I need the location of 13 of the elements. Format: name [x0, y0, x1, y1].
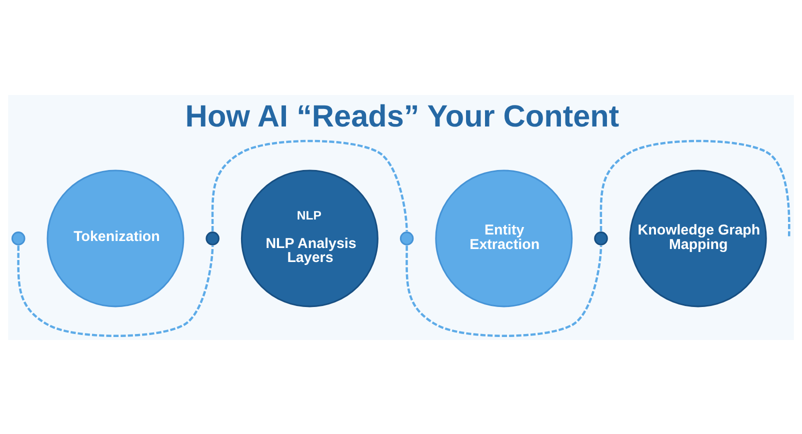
- node-circle: [206, 231, 220, 245]
- node-circle: Knowledge Graph Mapping: [629, 169, 767, 307]
- connector: [211, 139, 408, 231]
- diagram-title: How AI “Reads” Your Content: [185, 99, 620, 134]
- node-circle: [11, 231, 26, 245]
- node-circle: [594, 231, 608, 245]
- node-circle: NLP NLP Analysis Layers: [240, 169, 378, 307]
- connector: [406, 245, 602, 337]
- connector: [17, 245, 214, 337]
- node-circle: Entity Extraction: [435, 169, 573, 307]
- node-circle: Tokenization: [46, 169, 184, 307]
- connector: [600, 139, 790, 236]
- node-circle: [400, 231, 414, 245]
